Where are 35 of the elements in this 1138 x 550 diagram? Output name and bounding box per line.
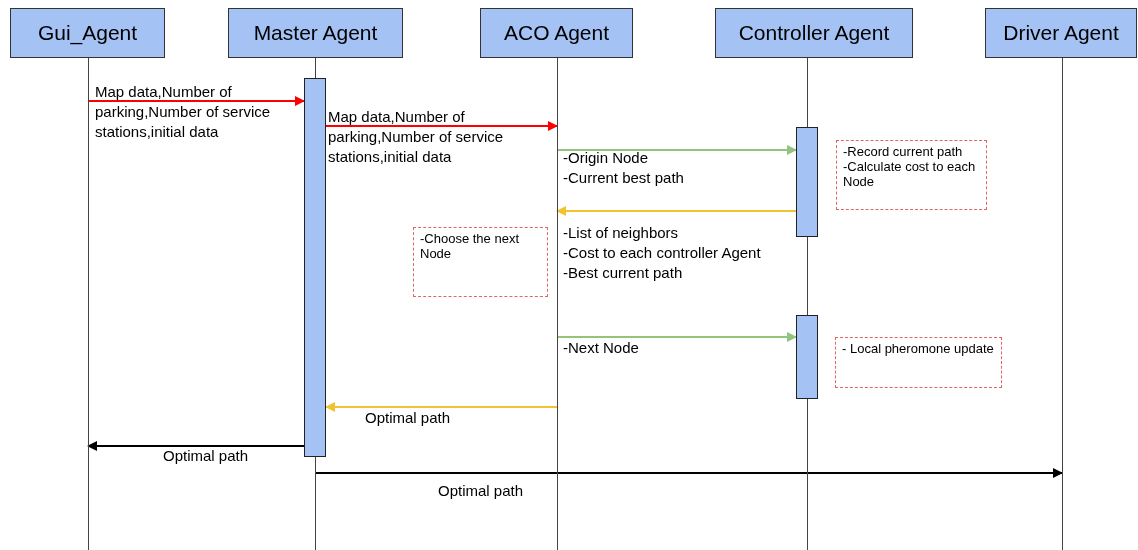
activation-bar: [304, 78, 326, 457]
note-text: -Calculate cost to each Node: [843, 159, 977, 189]
activation-bar: [796, 315, 818, 399]
message-label: Optimal path: [365, 408, 452, 428]
note-text: - Local pheromone update: [842, 341, 995, 356]
note-box: [836, 140, 987, 210]
message-label: Optimal path: [163, 446, 250, 466]
message-arrow: [87, 96, 305, 106]
message-arrow: [325, 402, 558, 412]
activation-bar: [796, 127, 818, 237]
message-label: -Origin Node -Current best path: [563, 148, 685, 188]
lifeline: [807, 58, 808, 550]
lifeline-header: Driver Agent: [985, 8, 1137, 58]
message-arrow: [325, 121, 558, 131]
lifeline: [557, 58, 558, 550]
message-arrow: [556, 206, 797, 216]
message-label: -Next Node: [563, 338, 640, 358]
message-label: -List of neighbors -Cost to each controller Agent -Best current path: [563, 223, 762, 283]
message-label: Map data,Number of parking,Number of service stations,initial data: [328, 107, 505, 167]
lifeline: [88, 58, 89, 550]
message-arrow: [87, 441, 305, 451]
message-arrow: [556, 145, 797, 155]
lifeline-header: Master Agent: [228, 8, 403, 58]
lifeline-header: Gui_Agent: [10, 8, 165, 58]
message-arrow: [556, 332, 797, 342]
message-label: Map data,Number of parking,Number of service stations,initial data: [95, 82, 272, 142]
lifeline: [1062, 58, 1063, 550]
note-box: [835, 337, 1002, 388]
note-box: [413, 227, 548, 297]
message-label: Optimal path: [438, 481, 525, 501]
lifeline-header: Controller Agent: [715, 8, 913, 58]
note-text: -Choose the next Node: [420, 231, 520, 261]
message-arrow: [314, 468, 1063, 478]
note-text: -Record current path: [843, 144, 964, 159]
lifeline-header: ACO Agent: [480, 8, 633, 58]
